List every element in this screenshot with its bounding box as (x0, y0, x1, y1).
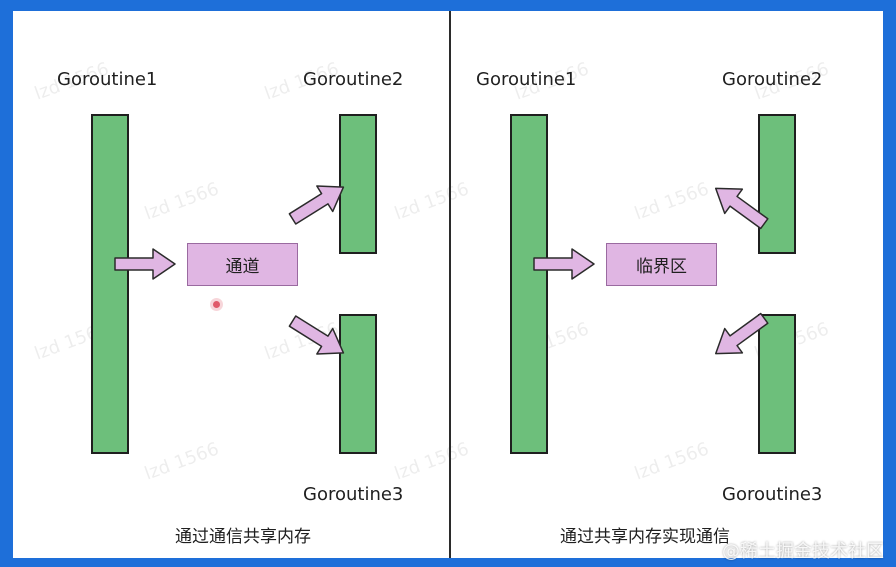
cursor-dot (213, 301, 220, 308)
left-goroutine1-bar (91, 114, 129, 454)
right-goroutine3-label: Goroutine3 (722, 484, 823, 505)
critical-section-box: 临界区 (606, 243, 717, 286)
left-goroutine2-bar (339, 114, 377, 254)
left-goroutine2-label: Goroutine2 (303, 69, 404, 90)
diagram-frame: lzd 1566 lzd 1566 lzd 1566 lzd 1566 lzd … (13, 11, 883, 558)
left-goroutine1-label: Goroutine1 (57, 69, 158, 90)
arrows-layer (114, 173, 774, 367)
right-goroutine3-bar (758, 314, 796, 454)
left-caption: 通过通信共享内存 (175, 527, 311, 547)
right-caption: 通过共享内存实现通信 (560, 527, 730, 547)
arrow-g1-to-channel (114, 248, 176, 280)
left-goroutine3-label: Goroutine3 (303, 484, 404, 505)
right-goroutine2-label: Goroutine2 (722, 69, 823, 90)
arrow-channel-to-g3 (283, 307, 353, 367)
arrow-g2-to-critical-section (706, 175, 774, 237)
channel-box: 通道 (187, 243, 298, 286)
panel-divider (449, 11, 451, 558)
right-goroutine1-label: Goroutine1 (476, 69, 577, 90)
left-goroutine3-bar (339, 314, 377, 454)
arrow-g1-to-critical-section (533, 248, 595, 280)
right-goroutine2-bar (758, 114, 796, 254)
arrow-g3-to-critical-section (706, 305, 774, 367)
credit-watermark: @稀土掘金技术社区 (722, 541, 884, 562)
right-goroutine1-bar (510, 114, 548, 454)
arrow-channel-to-g2 (283, 173, 353, 233)
